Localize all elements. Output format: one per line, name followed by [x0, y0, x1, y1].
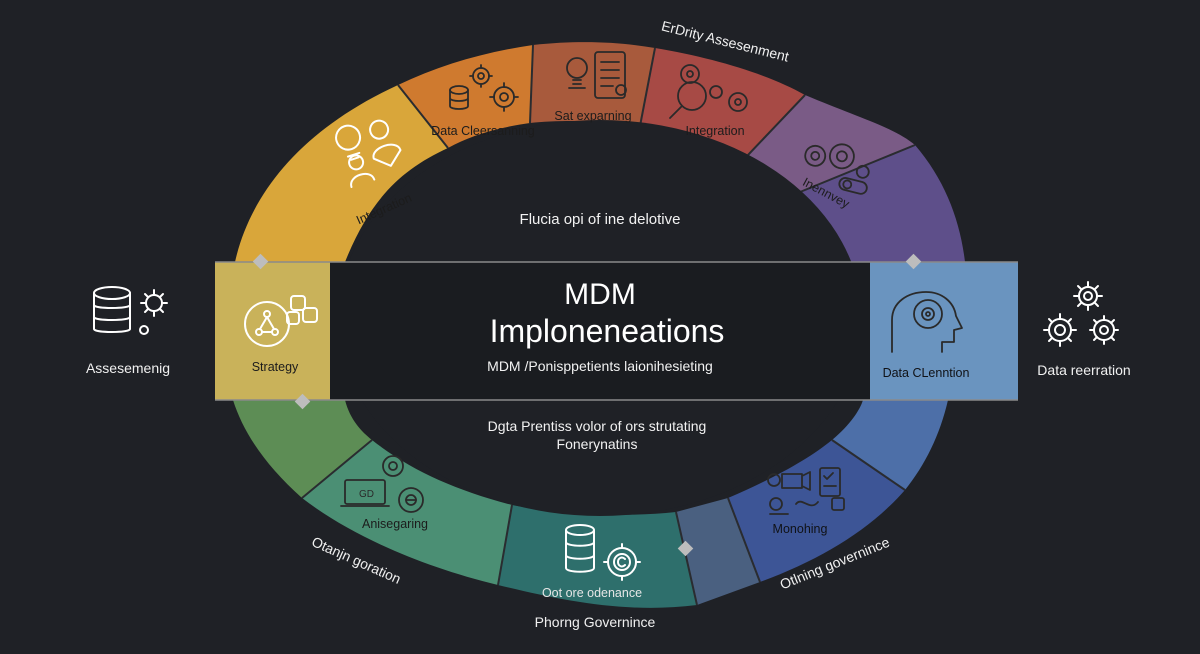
monitor-checklist-icon	[767, 467, 845, 515]
segment-right-upper	[800, 145, 965, 262]
segment-label-data-clenntion: Data CLenntion	[883, 366, 970, 380]
center-band	[330, 262, 870, 400]
center-subtitle: MDM /Ponisppetients laionihesieting	[487, 358, 713, 374]
people-bulb-icon	[335, 119, 402, 189]
segment-data-clenntion	[848, 262, 1018, 400]
center-bottom-line2: Fonerynatins	[557, 436, 638, 452]
segment-monitoring	[728, 440, 905, 582]
segment-bottom-right	[676, 498, 760, 605]
segment-inventory	[748, 95, 915, 192]
segment-label-anisgaring: Anisegaring	[362, 517, 428, 531]
segment-label-integration-top: Integration	[685, 124, 744, 138]
laptop-gears-icon: GD	[340, 455, 424, 513]
segment-right-lower	[832, 400, 948, 490]
svg-text:GD: GD	[359, 489, 374, 500]
gears-icon	[1043, 281, 1119, 347]
segment-label-monitoring: Monohing	[773, 522, 828, 536]
magnifier-gears-icon	[669, 64, 748, 119]
segment-strategy	[215, 262, 345, 400]
segment-label-strategy: Strategy	[252, 360, 299, 374]
outer-label-right: Data reerration	[1037, 362, 1130, 378]
segment-set-planning	[530, 42, 655, 127]
segment-data-cleansing	[398, 45, 533, 148]
center-top-caption: Flucia opi of ine delotive	[520, 211, 681, 228]
bulb-document-icon	[566, 51, 627, 99]
database-gears-icon	[449, 64, 519, 112]
segment-label-bottom-center: Oot ore odenance	[542, 586, 642, 600]
outer-label-bottom-center: Phorng Governince	[535, 614, 656, 630]
network-icon	[244, 295, 318, 347]
segment-anisgaring	[302, 440, 512, 585]
segment-left-lower	[233, 400, 372, 498]
database-copyright-icon	[565, 524, 641, 581]
database-gear-icon	[93, 286, 168, 335]
segment-label-data-cleansing: Data Cleersanning	[431, 124, 535, 138]
center-title-mdm: MDM	[564, 278, 636, 311]
segment-label-set-planning: Sat exparning	[554, 109, 631, 123]
head-gear-icon	[891, 291, 963, 353]
gears-toggle-icon	[804, 143, 870, 195]
segment-bottom-center	[498, 505, 697, 608]
segment-integration-left	[235, 85, 448, 262]
center-bottom-line1: Dgta Prentiss volor of ors strutating	[488, 418, 707, 434]
outer-label-left: Assesemenig	[86, 360, 170, 376]
center-title-implementations: Imploneneations	[490, 313, 725, 349]
